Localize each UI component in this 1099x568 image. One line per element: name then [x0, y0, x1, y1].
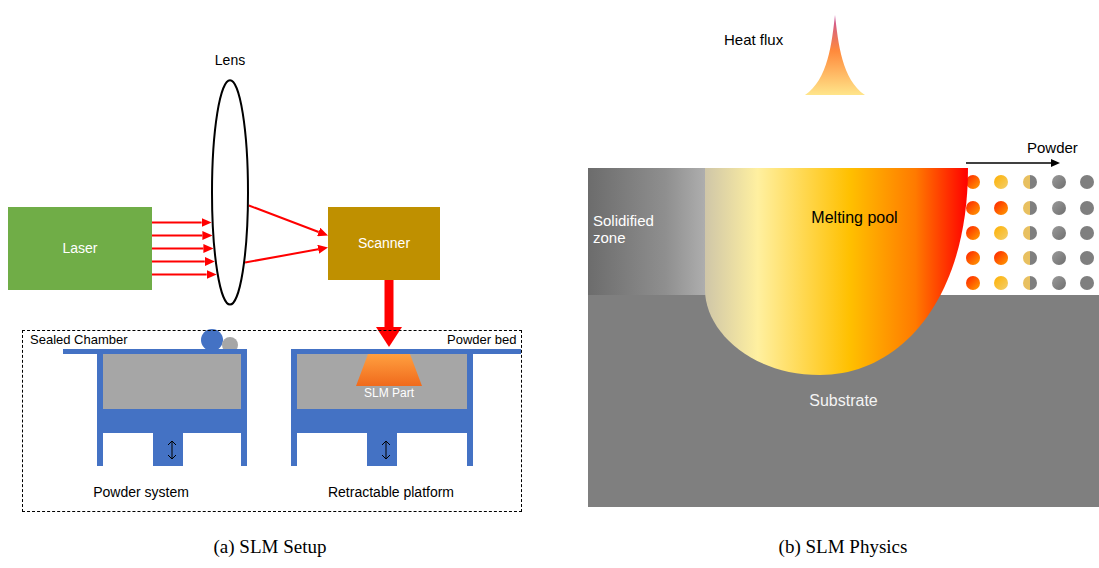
melting-pool-shape: [705, 168, 968, 375]
roller: [201, 329, 223, 351]
lens-shape: [210, 78, 250, 307]
laser-box: Laser: [8, 207, 152, 290]
heat-flux-symbol: [805, 15, 865, 95]
laser-box-label: Laser: [62, 240, 97, 256]
powder-particle: [966, 226, 980, 240]
heat-flux-label: Heat flux: [724, 31, 783, 48]
sealed-chamber-label: Sealed Chamber: [30, 333, 514, 347]
powder-system-shape: [63, 346, 247, 484]
retractable-platform-label: Retractable platform: [326, 484, 456, 500]
lens: Lens: [210, 52, 250, 307]
laser-beam: [245, 249, 318, 262]
slm-part-shape: [356, 354, 422, 386]
powder-particle: [1023, 201, 1037, 215]
powder-label-slot: Powder: [1027, 139, 1078, 156]
powder-direction-arrow: [966, 162, 1051, 164]
powder-particle: [994, 276, 1008, 290]
slm-part-label: SLM Part: [364, 387, 414, 401]
scanner-box-label: Scanner: [358, 235, 410, 251]
powder-particle: [1052, 251, 1066, 265]
powder-system-label: Powder system: [91, 484, 191, 500]
powder-particles: [966, 175, 1094, 290]
powder-particle: [994, 251, 1008, 265]
powder-particle: [1080, 201, 1094, 215]
laser-beam: [152, 261, 205, 263]
powder-particle: [994, 226, 1008, 240]
substrate-label: Substrate: [809, 392, 877, 410]
solidified-zone: Solidified zone: [588, 168, 718, 295]
powder-particle: [1023, 175, 1037, 189]
powder-particle: [1080, 226, 1094, 240]
powder-particle: [966, 251, 980, 265]
powder-particle: [1080, 251, 1094, 265]
melting-pool: Melting pool: [705, 168, 968, 375]
powder-particle: [994, 201, 1008, 215]
scanner-box: Scanner: [328, 207, 440, 280]
slm-part: SLM Part: [356, 354, 422, 406]
powder-particle: [1023, 226, 1037, 240]
powder-particle: [966, 276, 980, 290]
powder-particle: [1023, 276, 1037, 290]
powder-label: Powder: [1027, 139, 1078, 156]
powder-particle: [966, 201, 980, 215]
powder-particle: [1052, 175, 1066, 189]
laser-beam: [152, 222, 202, 224]
laser-beam: [152, 274, 207, 276]
powder-particle: [1023, 251, 1037, 265]
powder-particle: [1080, 175, 1094, 189]
retractable-platform: SLM PartRetractable platform: [291, 346, 521, 508]
laser-beam: [152, 235, 202, 237]
powder-bed-label: Powder bed: [447, 333, 516, 347]
beam-arrow: [245, 206, 319, 263]
solidified-zone-label: Solidified zone: [593, 212, 683, 247]
powder-particle: [966, 175, 980, 189]
melting-pool-label: Melting pool: [705, 209, 968, 227]
beam-arrow: [152, 223, 207, 275]
powder-particle: [1080, 276, 1094, 290]
subfigure-caption: (b) SLM Physics: [779, 536, 908, 558]
subfigure-caption-slot: (b) SLM Physics: [779, 536, 908, 558]
powder-bed-label-slot: Powder bed: [447, 333, 516, 347]
powder-particle: [1052, 226, 1066, 240]
laser-beam: [152, 248, 203, 250]
sealed-chamber: Powder system SLM PartRetractable platfor…: [22, 330, 522, 512]
powder-particle: [994, 175, 1008, 189]
laser-beam: [249, 206, 319, 232]
beam-arrow: [389, 280, 390, 327]
subfigure-caption-slot: (a) SLM Setup: [214, 536, 327, 558]
powder-system: Powder system: [63, 346, 247, 508]
subfigure-caption: (a) SLM Setup: [214, 536, 327, 558]
heat-flux-label-slot: Heat flux: [724, 31, 783, 48]
powder-particle: [1052, 201, 1066, 215]
lens-label: Lens: [215, 52, 245, 68]
laser-beam: [385, 280, 394, 327]
powder-particle: [1052, 276, 1066, 290]
